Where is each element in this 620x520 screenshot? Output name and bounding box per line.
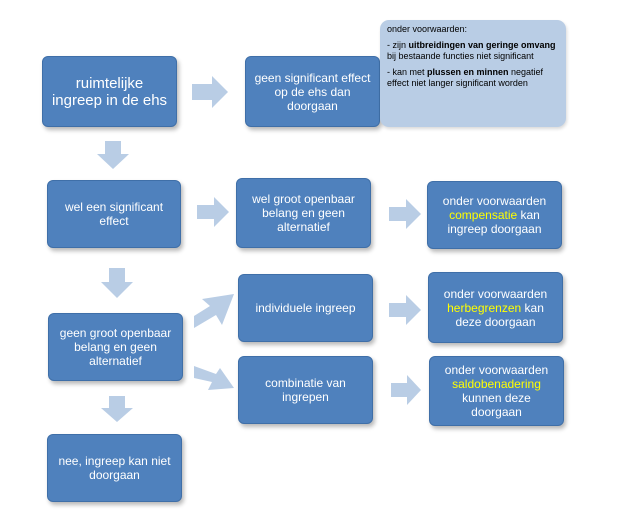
- arrow-down-2: [101, 268, 133, 298]
- box-individuele-ingreep-text: individuele ingreep: [255, 301, 356, 315]
- box-wel-groot-openbaar-belang: wel groot openbaar belang en geen altern…: [236, 178, 371, 248]
- box-ruimtelijke-ingreep-text: ruimtelijke ingreep in de ehs: [51, 74, 168, 109]
- box-wel-significant-effect-text: wel een significant effect: [64, 200, 164, 228]
- box-geen-significant-effect: geen significant effect op de ehs dan do…: [245, 56, 380, 127]
- box-individuele-ingreep: individuele ingreep: [238, 274, 373, 342]
- saldobenadering-highlight: saldobenadering: [452, 377, 541, 391]
- arrow-down-3: [101, 396, 133, 422]
- box-combinatie-van-ingrepen: combinatie van ingrepen: [238, 356, 373, 424]
- box-combinatie-van-ingrepen-text: combinatie van ingrepen: [265, 376, 346, 404]
- box-wel-significant-effect: wel een significant effect: [47, 180, 181, 248]
- arrow-diag-down: [194, 366, 234, 396]
- arrow-right-4: [389, 295, 421, 325]
- box-nee-ingreep-text: nee, ingreep kan niet doorgaan: [58, 454, 171, 482]
- note-item-uitbreidingen: - zijn uitbreidingen van geringe omvang …: [387, 40, 556, 61]
- arrow-right-5: [391, 375, 421, 405]
- arrow-right-2: [197, 197, 229, 227]
- note-voorwaarden: onder voorwaarden: - zijn uitbreidingen …: [380, 20, 566, 127]
- box-geen-groot-openbaar-belang-text: geen groot openbaar belang en geen alter…: [59, 326, 172, 368]
- note-title: onder voorwaarden:: [387, 24, 468, 34]
- box-ruimtelijke-ingreep: ruimtelijke ingreep in de ehs: [42, 56, 177, 127]
- box-nee-ingreep: nee, ingreep kan niet doorgaan: [47, 434, 182, 502]
- arrow-down-1: [97, 141, 129, 169]
- box-geen-significant-effect-text: geen significant effect op de ehs dan do…: [254, 70, 371, 113]
- box-herbegrenzen-text: onder voorwaarden herbegrenzen kan deze …: [443, 286, 548, 329]
- arrow-right-3: [389, 199, 421, 229]
- box-geen-groot-openbaar-belang: geen groot openbaar belang en geen alter…: [48, 313, 183, 381]
- box-wel-groot-openbaar-belang-text: wel groot openbaar belang en geen altern…: [252, 192, 355, 234]
- box-compensatie: onder voorwaarden compensatie kan ingree…: [427, 181, 562, 249]
- box-herbegrenzen: onder voorwaarden herbegrenzen kan deze …: [428, 272, 563, 343]
- herbegrenzen-highlight: herbegrenzen: [447, 300, 522, 315]
- box-saldobenadering: onder voorwaarden saldobenadering kunnen…: [429, 356, 564, 426]
- box-compensatie-text: onder voorwaarden compensatie kan ingree…: [442, 194, 547, 236]
- box-saldobenadering-text: onder voorwaarden saldobenadering kunnen…: [444, 363, 549, 419]
- compensatie-highlight: compensatie: [449, 208, 518, 222]
- arrow-right-1: [192, 76, 228, 108]
- note-item-plussen-minnen: - kan met plussen en minnen negatief eff…: [387, 67, 544, 88]
- arrow-diag-up: [194, 294, 234, 328]
